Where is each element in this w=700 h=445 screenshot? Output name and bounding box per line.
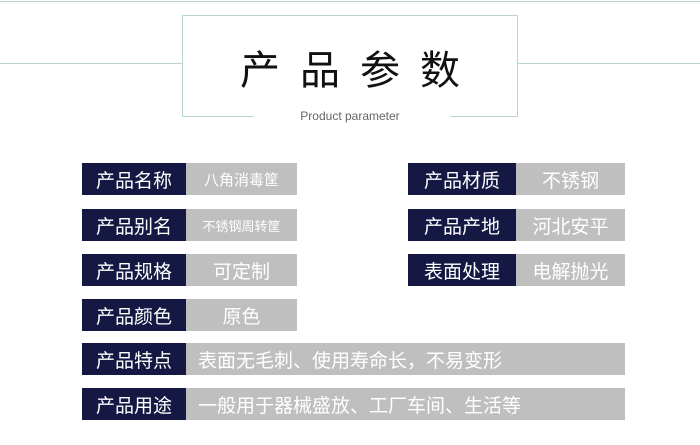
param-value: 电解抛光 (516, 254, 625, 286)
param-label: 产品名称 (82, 163, 186, 195)
param-value: 可定制 (186, 254, 297, 286)
param-label: 产品材质 (408, 163, 516, 195)
left-divider (0, 63, 182, 64)
param-value: 表面无毛刺、使用寿命长，不易变形 (186, 343, 625, 375)
frame-bottom-right (450, 116, 518, 117)
top-divider (0, 1, 700, 2)
param-label: 产品特点 (82, 343, 186, 375)
right-divider (518, 63, 700, 64)
param-value: 一般用于器械盛放、工厂车间、生活等 (186, 388, 625, 420)
param-label: 产品颜色 (82, 299, 186, 331)
page-title: 产品参数 (240, 48, 480, 94)
param-value: 不锈钢 (516, 163, 625, 195)
param-label: 产品规格 (82, 254, 186, 286)
param-value: 原色 (186, 299, 297, 331)
param-label: 产品产地 (408, 209, 516, 241)
param-value: 八角消毒筐 (186, 163, 297, 195)
title-frame (182, 15, 518, 117)
param-label: 表面处理 (408, 254, 516, 286)
page-subtitle: Product parameter (300, 109, 400, 123)
param-label: 产品别名 (82, 209, 186, 241)
param-label: 产品用途 (82, 388, 186, 420)
param-value: 河北安平 (516, 209, 625, 241)
param-value: 不锈钢周转筐 (186, 209, 297, 241)
frame-bottom-left (182, 116, 254, 117)
